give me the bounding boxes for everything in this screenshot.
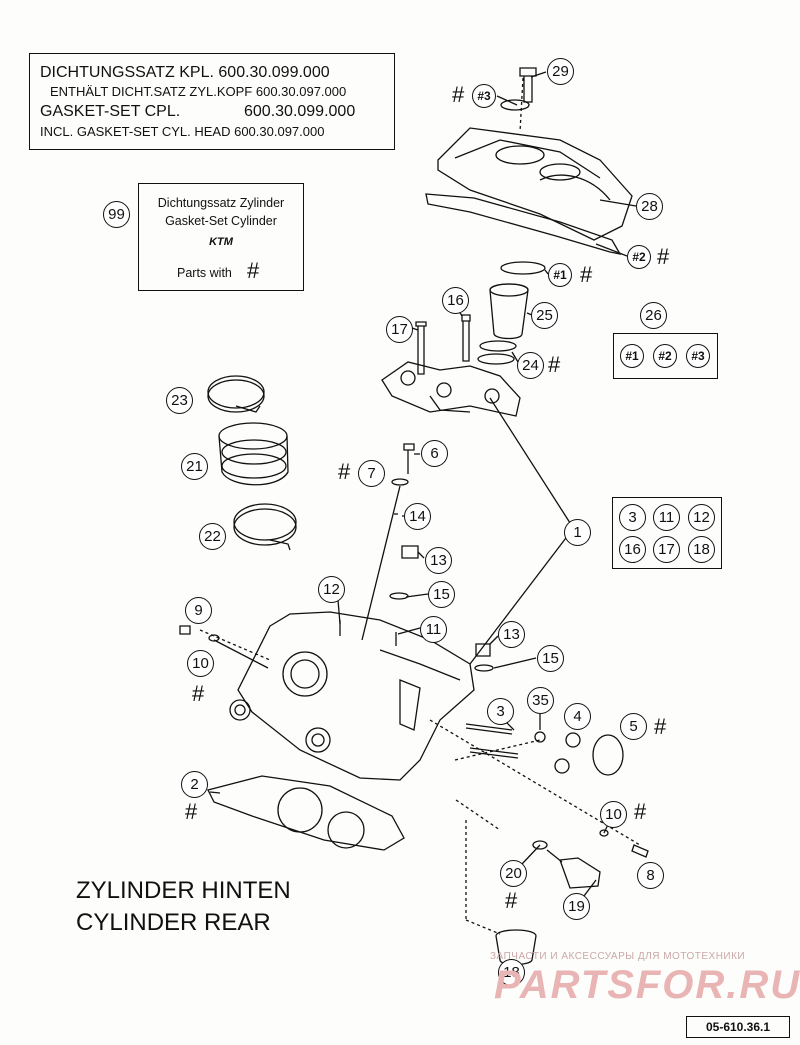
gasket-set-en-includes-label: INCL. GASKET-SET CYL. HEAD 600.30.097.00… bbox=[40, 124, 325, 139]
cylinder-gasket-set-de-label: Dichtungssatz Zylinder bbox=[157, 196, 285, 210]
hash-mark: # bbox=[338, 459, 351, 484]
callout-hash-1: #1 bbox=[548, 263, 572, 287]
callout-99: 99 bbox=[103, 201, 130, 228]
callout-35: 35 bbox=[527, 687, 554, 714]
callout-10-right: 10 bbox=[600, 801, 627, 828]
parts-with-label: Parts with bbox=[177, 266, 232, 280]
callout-22: 22 bbox=[199, 523, 226, 550]
callout-13-right: 13 bbox=[498, 621, 525, 648]
callout-11: 11 bbox=[420, 616, 447, 643]
callout-1: 1 bbox=[564, 519, 591, 546]
callout-9: 9 bbox=[185, 597, 212, 624]
ktm-logo: KTM bbox=[209, 236, 233, 248]
callout-10: 10 bbox=[187, 650, 214, 677]
gasket-set-de-label: DICHTUNGSSATZ KPL. 600.30.099.000 bbox=[40, 64, 330, 81]
kit-26-item-2: #2 bbox=[653, 344, 677, 368]
gasket-set-de-contains-label: ENTHÄLT DICHT.SATZ ZYL.KOPF 600.30.097.0… bbox=[50, 84, 347, 99]
gasket-set-en-label: GASKET-SET CPL. bbox=[40, 103, 181, 120]
callout-21: 21 bbox=[181, 453, 208, 480]
cylinder-gasket-set-box: Dichtungssatz Zylinder Gasket-Set Cylind… bbox=[138, 183, 304, 291]
diagram-title-de: ZYLINDER HINTEN bbox=[76, 877, 291, 904]
hash-mark: # bbox=[634, 799, 647, 824]
kit-1-item-17: 17 bbox=[653, 536, 680, 563]
callout-2: 2 bbox=[181, 771, 208, 798]
hash-mark: # bbox=[657, 244, 670, 269]
hash-mark: # bbox=[505, 888, 518, 913]
callout-3: 3 bbox=[487, 698, 514, 725]
callout-12: 12 bbox=[318, 576, 345, 603]
callout-25: 25 bbox=[531, 302, 558, 329]
watermark-tagline: ЗАПЧАСТИ И АКСЕССУАРЫ ДЛЯ МОТОТЕХНИКИ bbox=[490, 951, 746, 962]
callout-6: 6 bbox=[421, 440, 448, 467]
kit-26-item-3: #3 bbox=[686, 344, 710, 368]
hash-mark: # bbox=[185, 799, 198, 824]
kit-1-item-12: 12 bbox=[688, 504, 715, 531]
callout-19: 19 bbox=[563, 893, 590, 920]
hash-mark: # bbox=[452, 82, 465, 107]
gasket-set-en-number: 600.30.099.000 bbox=[244, 103, 356, 120]
kit-1-item-16: 16 bbox=[619, 536, 646, 563]
callout-15: 15 bbox=[428, 581, 455, 608]
hash-mark: # bbox=[192, 681, 205, 706]
callout-13: 13 bbox=[425, 547, 452, 574]
callout-7: 7 bbox=[358, 460, 385, 487]
kit-1-box: 3 11 12 16 17 18 bbox=[612, 497, 722, 569]
callout-hash-3: #3 bbox=[472, 84, 496, 108]
kit-1-item-18: 18 bbox=[688, 536, 715, 563]
hash-mark: # bbox=[654, 714, 667, 739]
hash-mark: # bbox=[580, 262, 593, 287]
callout-15-right: 15 bbox=[537, 645, 564, 672]
callout-23: 23 bbox=[166, 387, 193, 414]
callout-14: 14 bbox=[404, 503, 431, 530]
callout-17: 17 bbox=[386, 316, 413, 343]
watermark-logo: PARTSFOR.RU bbox=[494, 963, 800, 1007]
hash-mark: # bbox=[548, 352, 561, 377]
cylinder-gasket-set-en-label: Gasket-Set Cylinder bbox=[165, 214, 277, 228]
callout-20: 20 bbox=[500, 860, 527, 887]
diagram-title-en: CYLINDER REAR bbox=[76, 909, 271, 936]
callout-5: 5 bbox=[620, 713, 647, 740]
callout-26: 26 bbox=[640, 302, 667, 329]
parts-with-hash: # bbox=[247, 258, 260, 283]
callout-28: 28 bbox=[636, 193, 663, 220]
callout-hash-2: #2 bbox=[627, 245, 651, 269]
callout-4: 4 bbox=[564, 703, 591, 730]
callout-8: 8 bbox=[637, 862, 664, 889]
callout-24: 24 bbox=[517, 352, 544, 379]
kit-1-item-11: 11 bbox=[653, 504, 680, 531]
diagram-reference-number: 05-610.36.1 bbox=[686, 1016, 790, 1038]
kit-26-item-1: #1 bbox=[620, 344, 644, 368]
kit-26-box: #1 #2 #3 bbox=[613, 333, 718, 379]
kit-1-item-3: 3 bbox=[619, 504, 646, 531]
callout-16: 16 bbox=[442, 287, 469, 314]
callout-18: 18 bbox=[498, 959, 525, 986]
gasket-set-complete-box: DICHTUNGSSATZ KPL. 600.30.099.000 ENTHÄL… bbox=[29, 53, 395, 150]
callout-29: 29 bbox=[547, 58, 574, 85]
